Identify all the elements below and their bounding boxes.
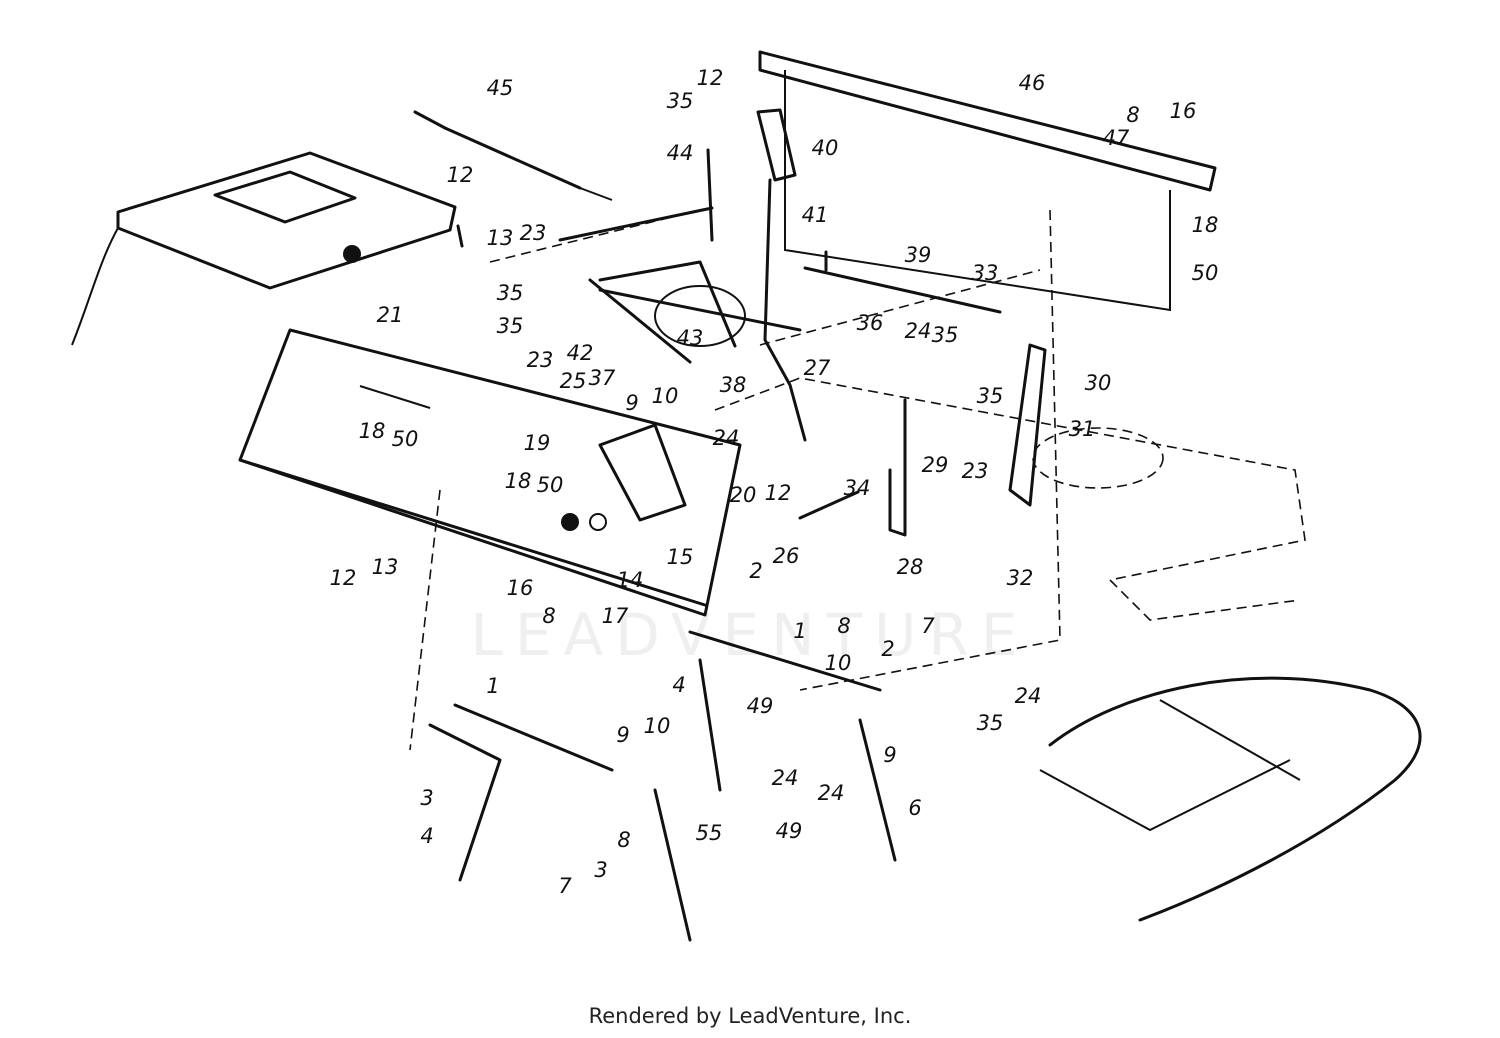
callout-23[interactable]: 23 bbox=[520, 221, 547, 245]
callout-12[interactable]: 12 bbox=[697, 66, 724, 90]
callout-24[interactable]: 24 bbox=[1015, 684, 1042, 708]
callout-21[interactable]: 21 bbox=[377, 303, 404, 327]
arm-55 bbox=[653, 788, 692, 942]
callout-labels: 45 12 35 40 46 8 16 47 18 50 44 41 12 13… bbox=[330, 66, 1219, 898]
callout-47[interactable]: 47 bbox=[1103, 126, 1130, 150]
callout-13[interactable]: 13 bbox=[372, 555, 399, 579]
callout-18[interactable]: 18 bbox=[359, 419, 386, 443]
mower-deck bbox=[1039, 676, 1422, 922]
callout-34[interactable]: 34 bbox=[844, 476, 871, 500]
spring-45 bbox=[413, 110, 613, 201]
callout-41[interactable]: 41 bbox=[802, 203, 829, 227]
callout-32[interactable]: 32 bbox=[1007, 566, 1034, 590]
callout-46[interactable]: 46 bbox=[1019, 71, 1046, 95]
callout-29[interactable]: 29 bbox=[922, 453, 949, 477]
callout-3[interactable]: 3 bbox=[420, 786, 433, 810]
callout-35[interactable]: 35 bbox=[977, 711, 1004, 735]
callout-39[interactable]: 39 bbox=[905, 243, 932, 267]
callout-8[interactable]: 8 bbox=[837, 614, 850, 638]
callout-8[interactable]: 8 bbox=[617, 828, 630, 852]
callout-55[interactable]: 55 bbox=[696, 821, 723, 845]
callout-36[interactable]: 36 bbox=[857, 311, 884, 335]
callout-13[interactable]: 13 bbox=[487, 226, 514, 250]
lift-shaft-assembly bbox=[558, 148, 802, 364]
callout-19[interactable]: 19 bbox=[524, 431, 551, 455]
callout-16[interactable]: 16 bbox=[1170, 99, 1197, 123]
callout-8[interactable]: 8 bbox=[1126, 103, 1139, 127]
callout-18[interactable]: 18 bbox=[505, 469, 532, 493]
callout-6[interactable]: 6 bbox=[908, 796, 921, 820]
callout-35[interactable]: 35 bbox=[667, 89, 694, 113]
callout-4[interactable]: 4 bbox=[672, 673, 685, 697]
seat-mounting-plate bbox=[71, 151, 464, 346]
callout-25[interactable]: 25 bbox=[560, 369, 587, 393]
callout-24[interactable]: 24 bbox=[713, 426, 740, 450]
callout-28[interactable]: 28 bbox=[897, 555, 924, 579]
callout-26[interactable]: 26 bbox=[773, 544, 800, 568]
callout-24[interactable]: 24 bbox=[772, 766, 799, 790]
callout-7[interactable]: 7 bbox=[921, 614, 935, 638]
height-quadrant-20 bbox=[561, 423, 687, 531]
callout-33[interactable]: 33 bbox=[972, 261, 999, 285]
callout-45[interactable]: 45 bbox=[487, 76, 514, 100]
callout-24[interactable]: 24 bbox=[905, 319, 932, 343]
callout-49[interactable]: 49 bbox=[776, 819, 803, 843]
callout-23[interactable]: 23 bbox=[962, 459, 989, 483]
callout-2[interactable]: 2 bbox=[881, 637, 894, 661]
callout-35[interactable]: 35 bbox=[497, 314, 524, 338]
rear-panel-46 bbox=[758, 50, 1217, 312]
callout-37[interactable]: 37 bbox=[589, 366, 616, 390]
callout-23[interactable]: 23 bbox=[527, 348, 554, 372]
callout-44[interactable]: 44 bbox=[667, 141, 694, 165]
watermark: LEADVENTURE bbox=[471, 601, 1030, 669]
callout-50[interactable]: 50 bbox=[1192, 261, 1219, 285]
callout-12[interactable]: 12 bbox=[330, 566, 357, 590]
callout-42[interactable]: 42 bbox=[567, 341, 594, 365]
lever-30 bbox=[1008, 343, 1047, 507]
callout-35[interactable]: 35 bbox=[932, 323, 959, 347]
bracket-28 bbox=[798, 398, 907, 537]
callout-9[interactable]: 9 bbox=[625, 391, 638, 415]
callout-14[interactable]: 14 bbox=[617, 568, 644, 592]
footer-credit: Rendered by LeadVenture, Inc. bbox=[588, 1004, 912, 1028]
callout-7[interactable]: 7 bbox=[558, 874, 572, 898]
lift-link-1-right bbox=[688, 630, 897, 862]
callout-4[interactable]: 4 bbox=[420, 824, 433, 848]
callout-40[interactable]: 40 bbox=[812, 136, 839, 160]
callout-15[interactable]: 15 bbox=[667, 545, 694, 569]
callout-27[interactable]: 27 bbox=[804, 356, 831, 380]
callout-50[interactable]: 50 bbox=[537, 473, 564, 497]
callout-12[interactable]: 12 bbox=[765, 481, 792, 505]
callout-31[interactable]: 31 bbox=[1069, 417, 1096, 441]
callout-10[interactable]: 10 bbox=[644, 714, 671, 738]
callout-3[interactable]: 3 bbox=[594, 858, 607, 882]
callout-35[interactable]: 35 bbox=[497, 281, 524, 305]
callout-38[interactable]: 38 bbox=[720, 373, 747, 397]
callout-24[interactable]: 24 bbox=[818, 781, 845, 805]
callout-8[interactable]: 8 bbox=[542, 604, 555, 628]
callout-16[interactable]: 16 bbox=[507, 576, 534, 600]
callout-9[interactable]: 9 bbox=[883, 743, 896, 767]
callout-9[interactable]: 9 bbox=[616, 723, 629, 747]
callout-12[interactable]: 12 bbox=[447, 163, 474, 187]
lift-link-1-left bbox=[428, 703, 614, 882]
callout-17[interactable]: 17 bbox=[602, 604, 629, 628]
callout-1[interactable]: 1 bbox=[486, 674, 499, 698]
callout-30[interactable]: 30 bbox=[1085, 371, 1112, 395]
spring-39 bbox=[803, 250, 1002, 314]
callout-18[interactable]: 18 bbox=[1192, 213, 1219, 237]
callout-10[interactable]: 10 bbox=[825, 651, 852, 675]
side-panel-21 bbox=[238, 328, 742, 617]
callout-1[interactable]: 1 bbox=[793, 619, 806, 643]
lift-lever-40 bbox=[756, 108, 807, 442]
callout-49[interactable]: 49 bbox=[747, 694, 774, 718]
callout-20[interactable]: 20 bbox=[730, 483, 757, 507]
callout-43[interactable]: 43 bbox=[677, 326, 704, 350]
callout-2[interactable]: 2 bbox=[749, 559, 762, 583]
callout-35[interactable]: 35 bbox=[977, 384, 1004, 408]
callout-50[interactable]: 50 bbox=[392, 427, 419, 451]
callout-10[interactable]: 10 bbox=[652, 384, 679, 408]
